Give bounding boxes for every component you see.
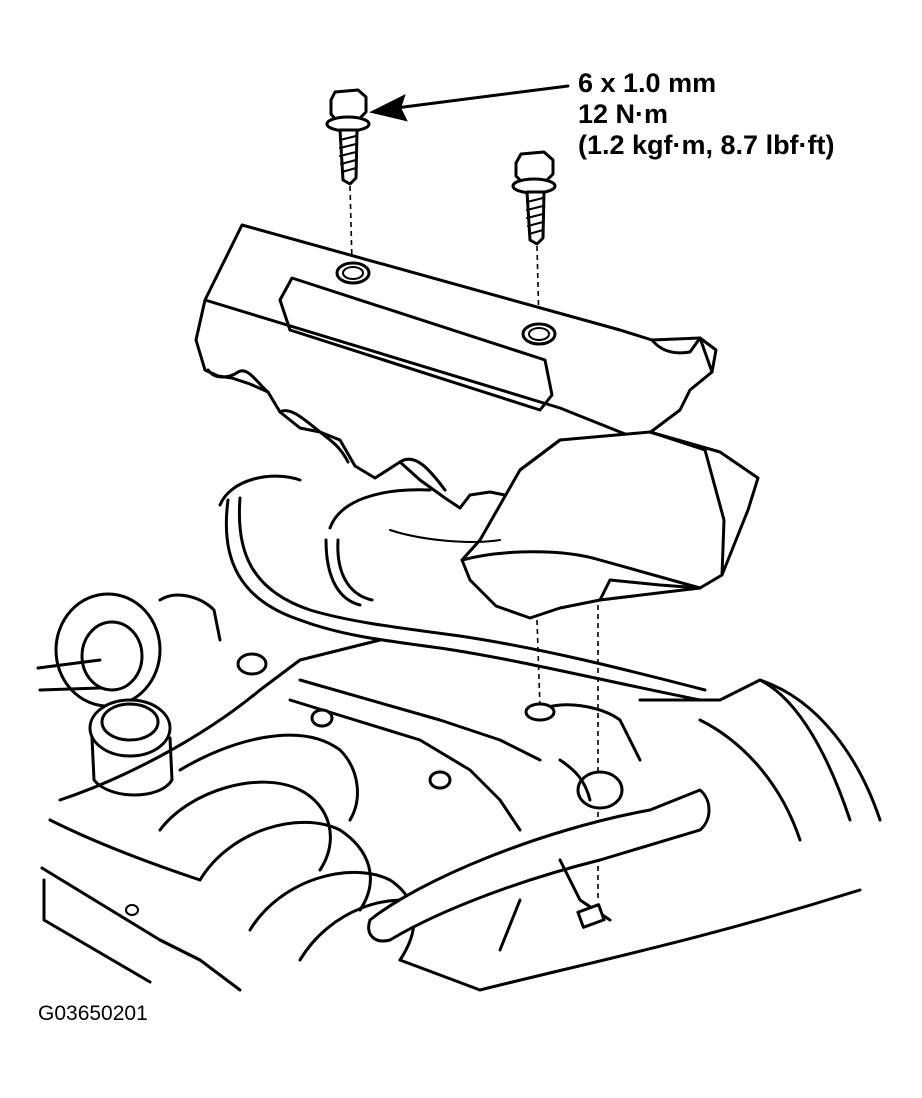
figure-code: G03650201 bbox=[38, 1002, 148, 1025]
bolt-right bbox=[511, 150, 557, 246]
body-panel bbox=[158, 678, 882, 992]
torque-nm-text: 12 N·m bbox=[578, 99, 669, 129]
callout-arrow bbox=[369, 84, 570, 122]
bolt-size-text: 6 x 1.0 mm bbox=[578, 68, 717, 98]
engine-block bbox=[36, 592, 382, 984]
bolt-left-guide-line bbox=[349, 185, 353, 263]
torque-imperial-text: (1.2 kgf·m, 8.7 lbf·ft) bbox=[578, 130, 835, 160]
intake-cover bbox=[460, 430, 760, 620]
bolt-spec-callout: 6 x 1.0 mm 12 N·m (1.2 kgf·m, 8.7 lbf·ft… bbox=[578, 68, 835, 161]
bolt-left bbox=[325, 88, 371, 186]
wire-harness bbox=[218, 474, 707, 702]
intake-left-guide bbox=[536, 619, 541, 709]
